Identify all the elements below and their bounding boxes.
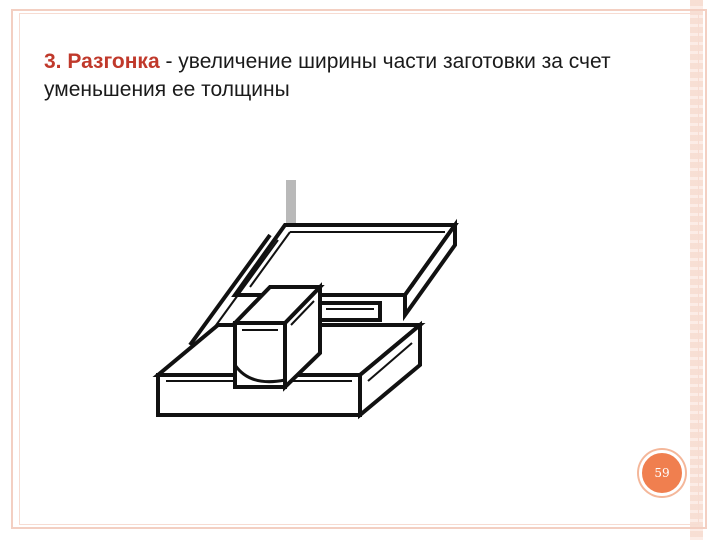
slide-text: 3. Разгонка - увеличение ширины части за…: [44, 48, 664, 104]
term-title: 3. Разгонка: [44, 50, 160, 73]
slide-frame: [11, 9, 707, 529]
term-definition: - увеличение ширины части заготовки за с…: [44, 50, 611, 101]
slide-frame-inner: [19, 13, 699, 525]
decorative-band: [690, 0, 703, 540]
page-number-badge: 59: [639, 450, 685, 496]
forging-diagram: [152, 180, 459, 420]
